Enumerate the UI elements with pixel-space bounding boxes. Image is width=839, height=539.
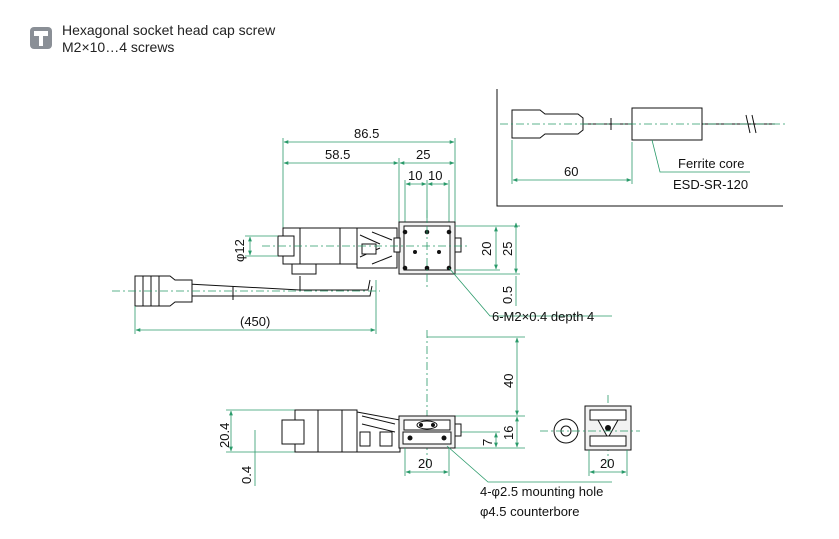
legend-line-2: M2×10…4 screws — [62, 39, 175, 55]
hole-note-2: φ4.5 counterbore — [480, 504, 580, 519]
ferrite-label-2: ESD-SR-120 — [673, 177, 748, 192]
dim-10-a: 10 — [408, 168, 422, 183]
dim-16: 16 — [501, 426, 516, 440]
ferrite-label-1: Ferrite core — [678, 156, 744, 171]
top-view: 86.5 58.5 25 10 10 — [112, 126, 612, 334]
tap-note: 6-M2×0.4 depth 4 — [492, 309, 594, 324]
dim-58-5: 58.5 — [325, 147, 350, 162]
dim-0-5: 0.5 — [500, 286, 515, 304]
side-view: 40 16 7 20.4 0.4 20 — [217, 330, 612, 519]
inset-dim-60: 60 — [564, 164, 578, 179]
inset-connector — [511, 109, 584, 139]
dim-450: (450) — [240, 314, 270, 329]
legend-line-1: Hexagonal socket head cap screw — [62, 22, 276, 38]
dim-20-4: 20.4 — [217, 423, 232, 448]
dim-86-5: 86.5 — [354, 126, 379, 141]
side-dim-20: 20 — [418, 456, 432, 471]
dim-25-h: 25 — [416, 147, 430, 162]
legend-text: Hexagonal socket head cap screw M2×10…4 … — [62, 22, 275, 56]
dim-20-v: 20 — [479, 242, 494, 256]
end-view: 20 — [540, 395, 640, 476]
dim-10-b: 10 — [428, 168, 442, 183]
dim-phi12: φ12 — [232, 239, 247, 262]
dim-7: 7 — [480, 439, 495, 446]
dim-0-4: 0.4 — [239, 466, 254, 484]
dim-40: 40 — [501, 374, 516, 388]
dim-25-v: 25 — [500, 242, 515, 256]
end-dim-20: 20 — [600, 456, 614, 471]
hole-note-1: 4-φ2.5 mounting hole — [480, 484, 603, 499]
inset-panel: 60 Ferrite core ESD-SR-120 — [496, 89, 785, 207]
socket-head-screw-icon — [30, 27, 52, 49]
